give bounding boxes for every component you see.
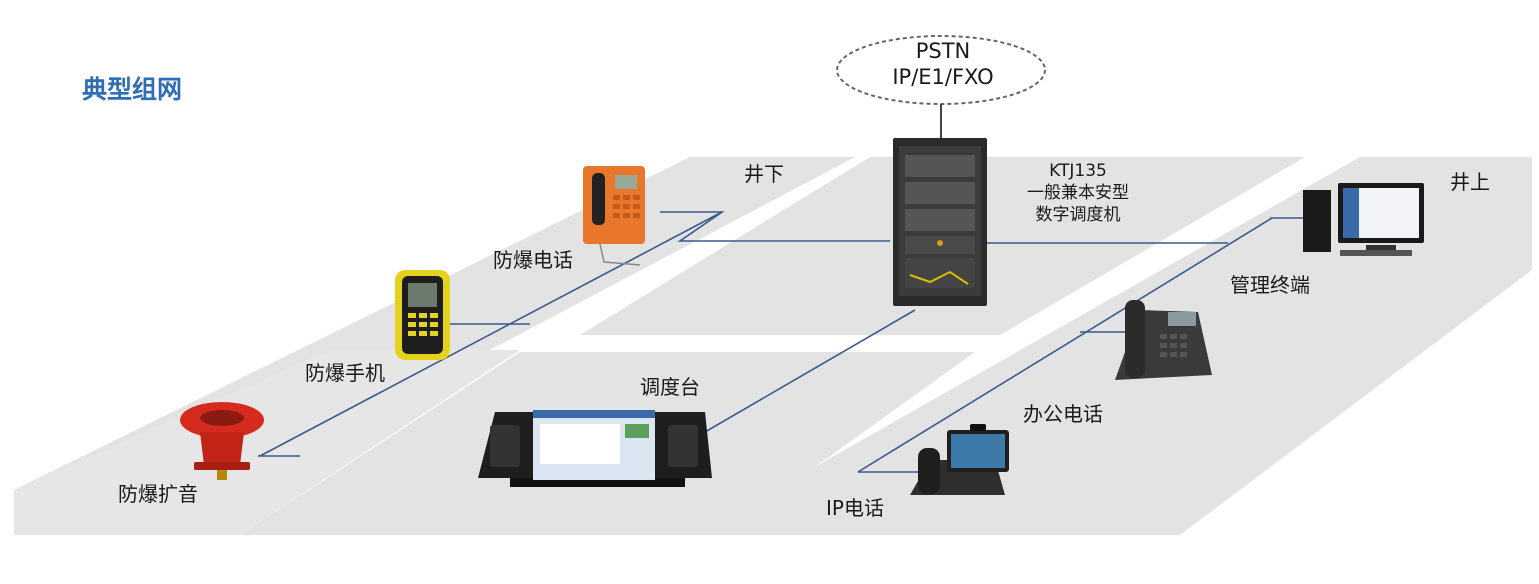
switch-model: KTJ135 bbox=[1049, 161, 1107, 181]
console-label: 调度台 bbox=[640, 375, 700, 399]
ip-phone-icon bbox=[910, 424, 1009, 495]
links bbox=[258, 211, 1305, 473]
mgmt-terminal-icon bbox=[1303, 183, 1424, 256]
zone-surface-label: 井上 bbox=[1450, 170, 1490, 194]
link-console bbox=[704, 309, 916, 433]
ex-phone-icon bbox=[583, 166, 645, 266]
link-phone-switch bbox=[660, 211, 890, 242]
switch-desc-2: 数字调度机 bbox=[1035, 205, 1121, 226]
ex-speaker-icon bbox=[180, 402, 264, 480]
ex-mobile-label: 防爆手机 bbox=[305, 361, 385, 385]
ex-speaker-label: 防爆扩音 bbox=[118, 482, 198, 506]
link-mgmt bbox=[857, 217, 1305, 473]
office-phone-label: 办公电话 bbox=[1023, 402, 1103, 426]
switch-cabinet-icon bbox=[893, 138, 987, 306]
ex-mobile-icon bbox=[395, 270, 450, 360]
office-phone-icon bbox=[1115, 300, 1212, 380]
mgmt-terminal-label: 管理终端 bbox=[1230, 273, 1310, 297]
cloud-line-2: IP/E1/FXO bbox=[892, 65, 994, 90]
ip-phone-label: IP电话 bbox=[826, 496, 884, 520]
cloud-line-1: PSTN bbox=[915, 39, 971, 63]
page-title: 典型组网 bbox=[82, 75, 183, 104]
band-underground-speaker bbox=[14, 350, 520, 535]
ex-phone-label: 防爆电话 bbox=[493, 248, 573, 272]
pstn-cloud-label: PSTN IP/E1/FXO bbox=[838, 38, 1048, 91]
dispatch-console-icon bbox=[478, 410, 712, 487]
zone-underground-label: 井下 bbox=[744, 162, 784, 186]
switch-desc-1: 一般兼本安型 bbox=[1027, 183, 1129, 204]
link-trunk-underground bbox=[259, 211, 723, 457]
switch-label: KTJ135 一般兼本安型 数字调度机 bbox=[1003, 160, 1153, 226]
